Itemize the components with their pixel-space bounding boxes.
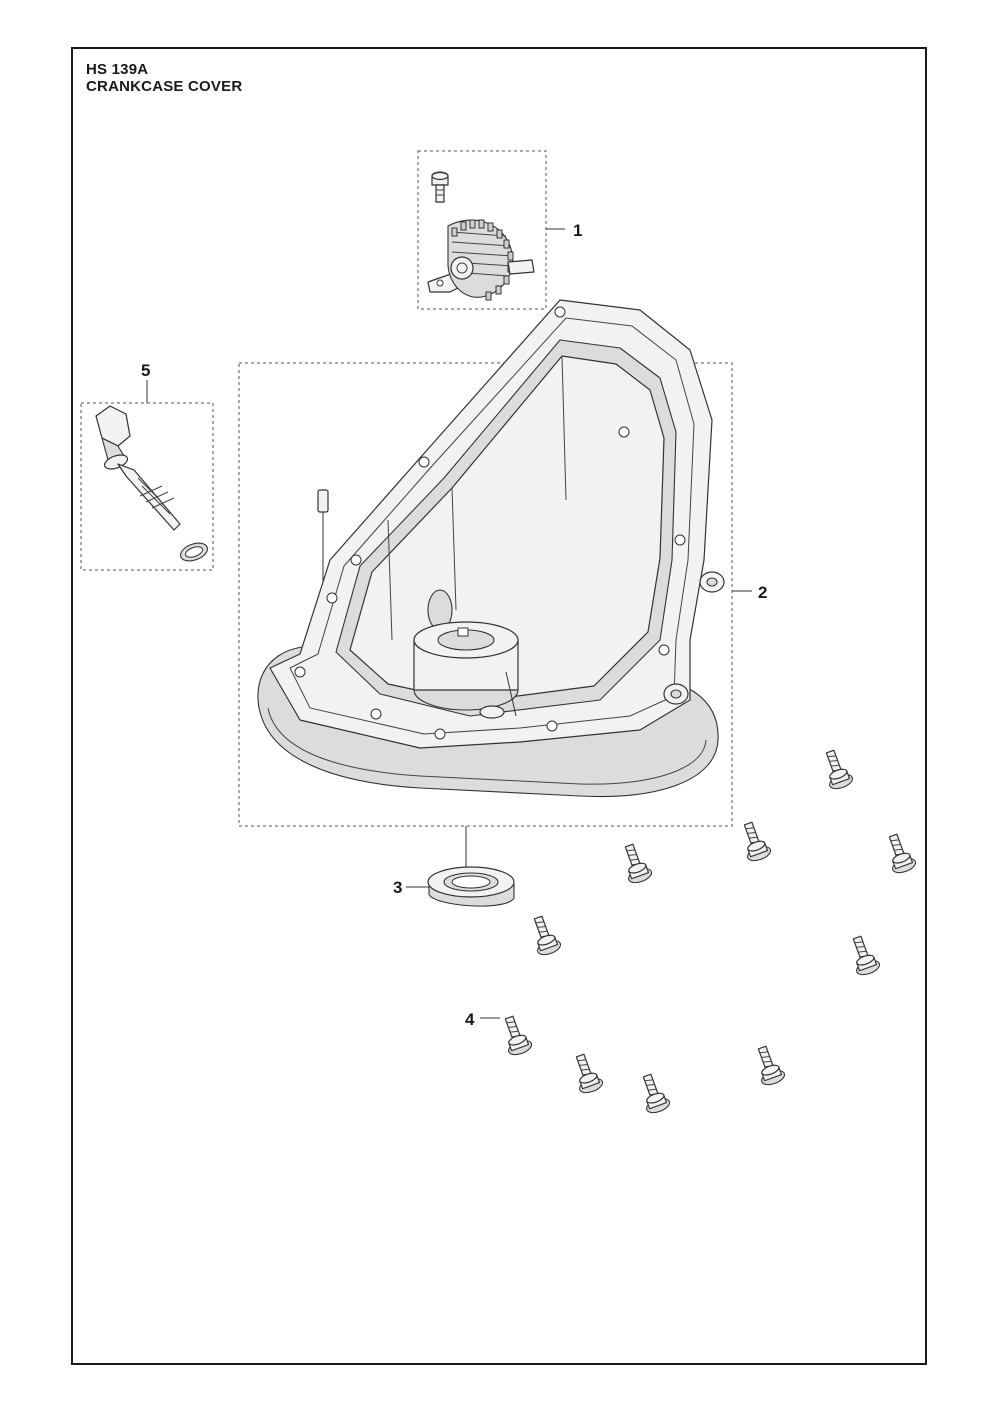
screw xyxy=(575,1053,604,1094)
callout-1: 1 xyxy=(573,221,582,240)
callout-3: 3 xyxy=(393,878,402,897)
screw xyxy=(757,1045,786,1086)
model-number: HS 139A xyxy=(86,61,149,78)
screw xyxy=(533,915,562,956)
callout-2: 2 xyxy=(758,583,767,602)
screw xyxy=(624,843,653,884)
part-1-ignition-module xyxy=(427,219,535,301)
part-5-dipstick xyxy=(95,405,181,531)
part-1-group[interactable] xyxy=(417,150,565,310)
callout-5: 5 xyxy=(141,361,150,380)
screw xyxy=(504,1015,533,1056)
part-1-boundary xyxy=(417,150,547,310)
page-frame xyxy=(71,47,927,1365)
screw xyxy=(852,935,881,976)
part-2-crankcase-cover-body xyxy=(257,299,725,798)
part-4-screws[interactable] xyxy=(480,747,917,1115)
screw xyxy=(888,833,917,874)
callout-4: 4 xyxy=(465,1010,475,1029)
screw xyxy=(825,749,854,790)
part-5-o-ring xyxy=(180,542,208,562)
part-2-boundary xyxy=(238,362,733,827)
part-3-oil-seal[interactable] xyxy=(406,866,515,907)
screw xyxy=(743,821,772,862)
part-5-group[interactable] xyxy=(80,380,214,571)
screw xyxy=(642,1073,671,1114)
diagram-title: CRANKCASE COVER xyxy=(86,78,243,95)
part-1-screw xyxy=(431,171,449,203)
part-2-group[interactable] xyxy=(238,299,752,872)
